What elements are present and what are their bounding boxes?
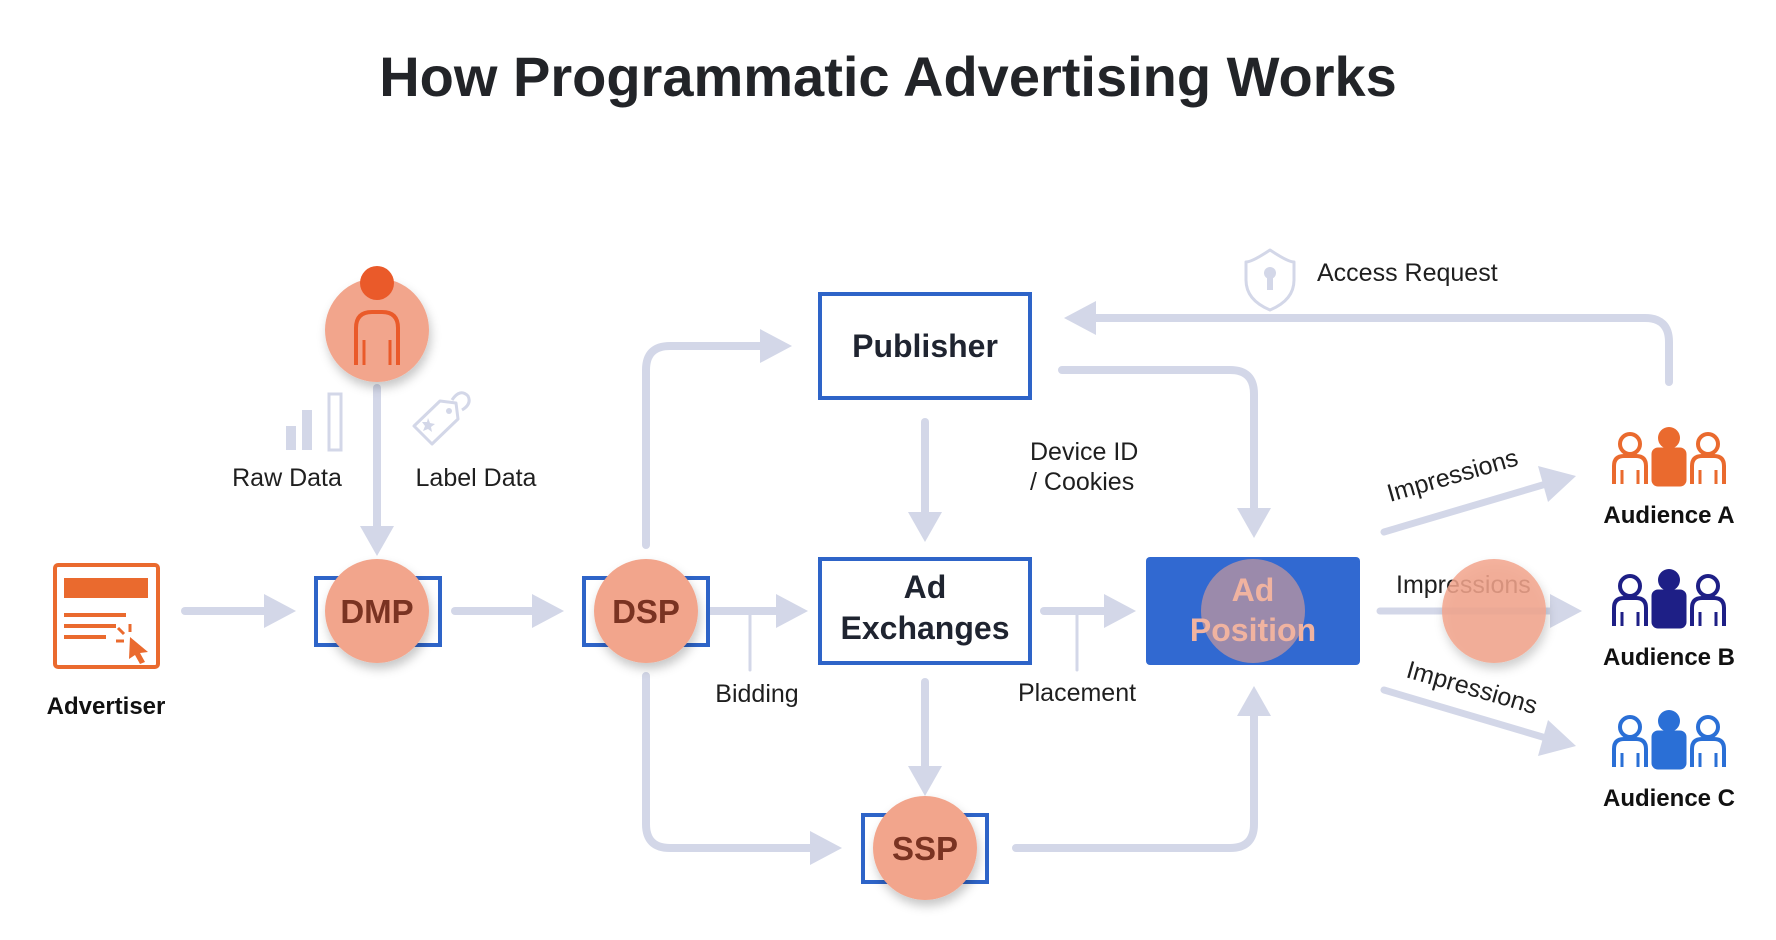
access-request-label: Access Request bbox=[1317, 259, 1498, 287]
arrowhead-audience-b bbox=[1550, 594, 1582, 628]
group-icon bbox=[1612, 427, 1726, 487]
group-icon bbox=[1612, 710, 1726, 770]
placement-label: Placement bbox=[1018, 679, 1136, 707]
arrow-access-request bbox=[1086, 314, 1673, 386]
publisher-node: Publisher bbox=[818, 292, 1032, 400]
ad-exchanges-node: Ad Exchanges bbox=[818, 557, 1032, 665]
arrowhead-audience-a bbox=[1538, 466, 1576, 502]
device-id-label-line2: / Cookies bbox=[1030, 468, 1134, 496]
impressions-c-label: Impressions bbox=[1403, 656, 1540, 720]
ssp-label: SSP bbox=[892, 830, 958, 867]
arrowhead-publisher-adposition bbox=[1237, 508, 1271, 538]
arrowhead-dsp-publisher bbox=[760, 329, 792, 363]
dsp-label: DSP bbox=[612, 593, 680, 630]
advertiser-label: Advertiser bbox=[47, 693, 166, 720]
dmp-node: DMP bbox=[314, 559, 442, 663]
arrowhead-publisher-exchanges bbox=[908, 512, 942, 542]
group-icon bbox=[1612, 569, 1726, 629]
page-title: How Programmatic Advertising Works bbox=[379, 45, 1397, 108]
ad-window-click-icon bbox=[53, 563, 160, 669]
shield-lock-icon bbox=[1244, 248, 1296, 312]
arrowhead-ssp-adposition bbox=[1237, 686, 1271, 716]
arrowhead-audience-c bbox=[1538, 720, 1576, 756]
tag-icon bbox=[412, 391, 471, 446]
device-id-label-line1: Device ID bbox=[1030, 438, 1138, 466]
arrow-ssp-adposition bbox=[1012, 708, 1258, 852]
ad-exchanges-label-line1: Ad bbox=[904, 569, 947, 605]
arrow-to-audience-c bbox=[1380, 686, 1550, 742]
user-node bbox=[325, 266, 429, 382]
audience-c: Audience C bbox=[1603, 710, 1735, 812]
arrowhead-exchanges-ssp bbox=[908, 766, 942, 796]
arrowhead-user-dmp bbox=[360, 526, 394, 556]
audience-b-label: Audience B bbox=[1603, 644, 1735, 671]
dmp-label: DMP bbox=[340, 593, 413, 630]
impressions-b-highlight bbox=[1442, 559, 1546, 663]
arrow-dsp-ssp bbox=[642, 672, 820, 852]
bidding-label: Bidding bbox=[715, 680, 798, 708]
arrow-publisher-adposition bbox=[1058, 366, 1258, 516]
arrowhead-dsp-ssp bbox=[810, 831, 842, 865]
arrow-dsp-publisher bbox=[642, 342, 770, 549]
arrowhead-access-request bbox=[1064, 301, 1096, 335]
dsp-node: DSP bbox=[582, 559, 710, 663]
ad-exchanges-label-line2: Exchanges bbox=[841, 610, 1010, 646]
publisher-label: Publisher bbox=[852, 328, 998, 364]
audience-b: Audience B bbox=[1603, 569, 1735, 671]
connectors bbox=[181, 301, 1673, 865]
arrowhead-dmp-dsp bbox=[532, 594, 564, 628]
audience-c-label: Audience C bbox=[1603, 785, 1735, 812]
ad-position-label-line2: Position bbox=[1190, 612, 1316, 648]
ssp-node: SSP bbox=[861, 796, 989, 900]
ad-position-label-line1: Ad bbox=[1232, 572, 1275, 608]
ad-position-node: Ad Position bbox=[1146, 557, 1360, 665]
arrowhead-exchanges-adposition bbox=[1104, 594, 1136, 628]
arrowhead-dsp-exchanges bbox=[776, 594, 808, 628]
audience-a-label: Audience A bbox=[1603, 502, 1734, 529]
audience-a: Audience A bbox=[1603, 427, 1735, 529]
arrowhead-advertiser-dmp bbox=[264, 594, 296, 628]
user-icon bbox=[354, 266, 400, 365]
raw-data-label: Raw Data bbox=[232, 464, 342, 492]
label-data-label: Label Data bbox=[416, 464, 537, 492]
bar-chart-icon bbox=[286, 392, 343, 452]
arrow-to-audience-a bbox=[1380, 480, 1550, 536]
